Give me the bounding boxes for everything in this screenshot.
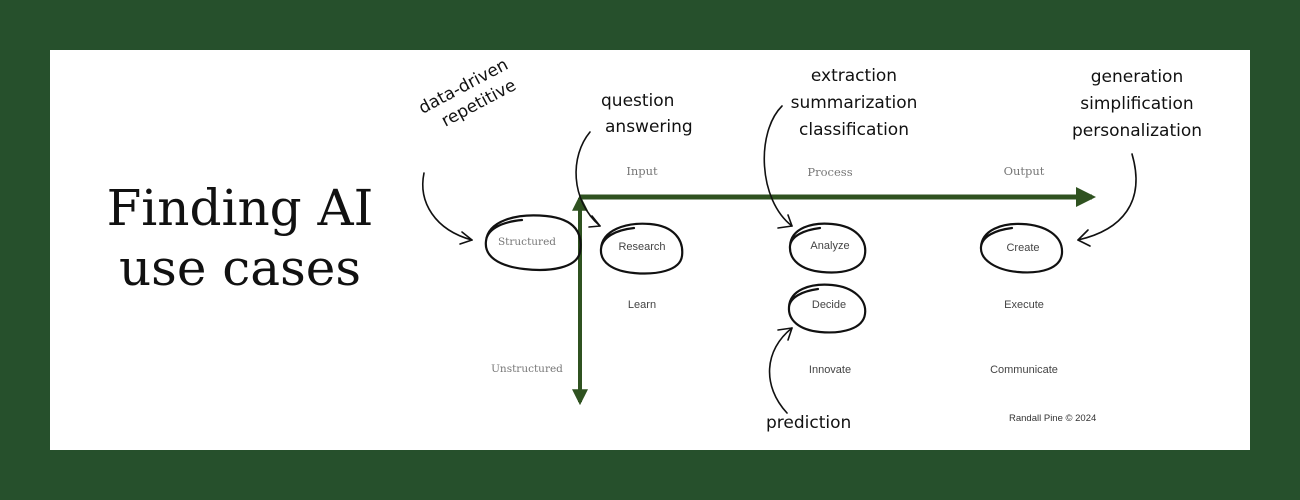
structured-pointer-arrow [422, 172, 473, 241]
structured-circle [484, 214, 582, 272]
row-label-structured: Structured [497, 236, 557, 248]
analyze-pointer-arrow [763, 105, 793, 227]
annotation-decide: prediction [766, 410, 851, 437]
annotation-decide-line-1: prediction [766, 413, 852, 433]
annotation-research-line-1: question [601, 91, 675, 111]
diagram-card: Finding AI use cases Input Process Outpu… [50, 50, 1250, 450]
annotation-analyze: extraction summarization classification [791, 63, 918, 144]
title-line-2: use cases [118, 239, 362, 297]
annotation-create-line-2: simplification [1080, 94, 1194, 114]
column-label-input: Input [626, 164, 658, 178]
row-label-unstructured: Unstructured [491, 363, 563, 375]
annotation-analyze-line-3: classification [799, 120, 909, 140]
annotation-create-line-1: generation [1090, 67, 1184, 87]
annotation-research: question answering [601, 88, 693, 140]
annotation-analyze-line-1: extraction [810, 66, 898, 86]
create-circle [979, 222, 1064, 274]
title-line-1: Finding AI [106, 179, 374, 237]
annotation-research-line-2: answering [605, 117, 693, 137]
cell-communicate: Communicate [990, 364, 1058, 376]
cell-execute: Execute [1004, 299, 1044, 311]
cell-decide: Decide [811, 299, 847, 311]
decide-circle [787, 283, 867, 334]
column-label-output: Output [1003, 164, 1045, 178]
column-label-process: Process [807, 165, 853, 179]
copyright-credit: Randall Pine © 2024 [1009, 413, 1097, 424]
decide-pointer-arrow [768, 327, 793, 414]
cell-create: Create [1006, 242, 1040, 254]
page-title: Finding AI use cases [90, 178, 390, 298]
annotation-create: generation simplification personalizatio… [1072, 64, 1202, 145]
research-pointer-arrow [575, 131, 601, 227]
create-pointer-arrow [1077, 153, 1137, 241]
annotation-create-line-3: personalization [1071, 121, 1203, 141]
annotation-analyze-line-2: summarization [790, 93, 918, 113]
cell-learn: Learn [627, 299, 657, 311]
research-circle [599, 222, 684, 275]
diagram-graphics [422, 105, 1137, 414]
cell-innovate: Innovate [808, 364, 852, 376]
cell-research: Research [618, 241, 666, 253]
cell-analyze: Analyze [810, 240, 850, 252]
analyze-circle [788, 222, 867, 274]
